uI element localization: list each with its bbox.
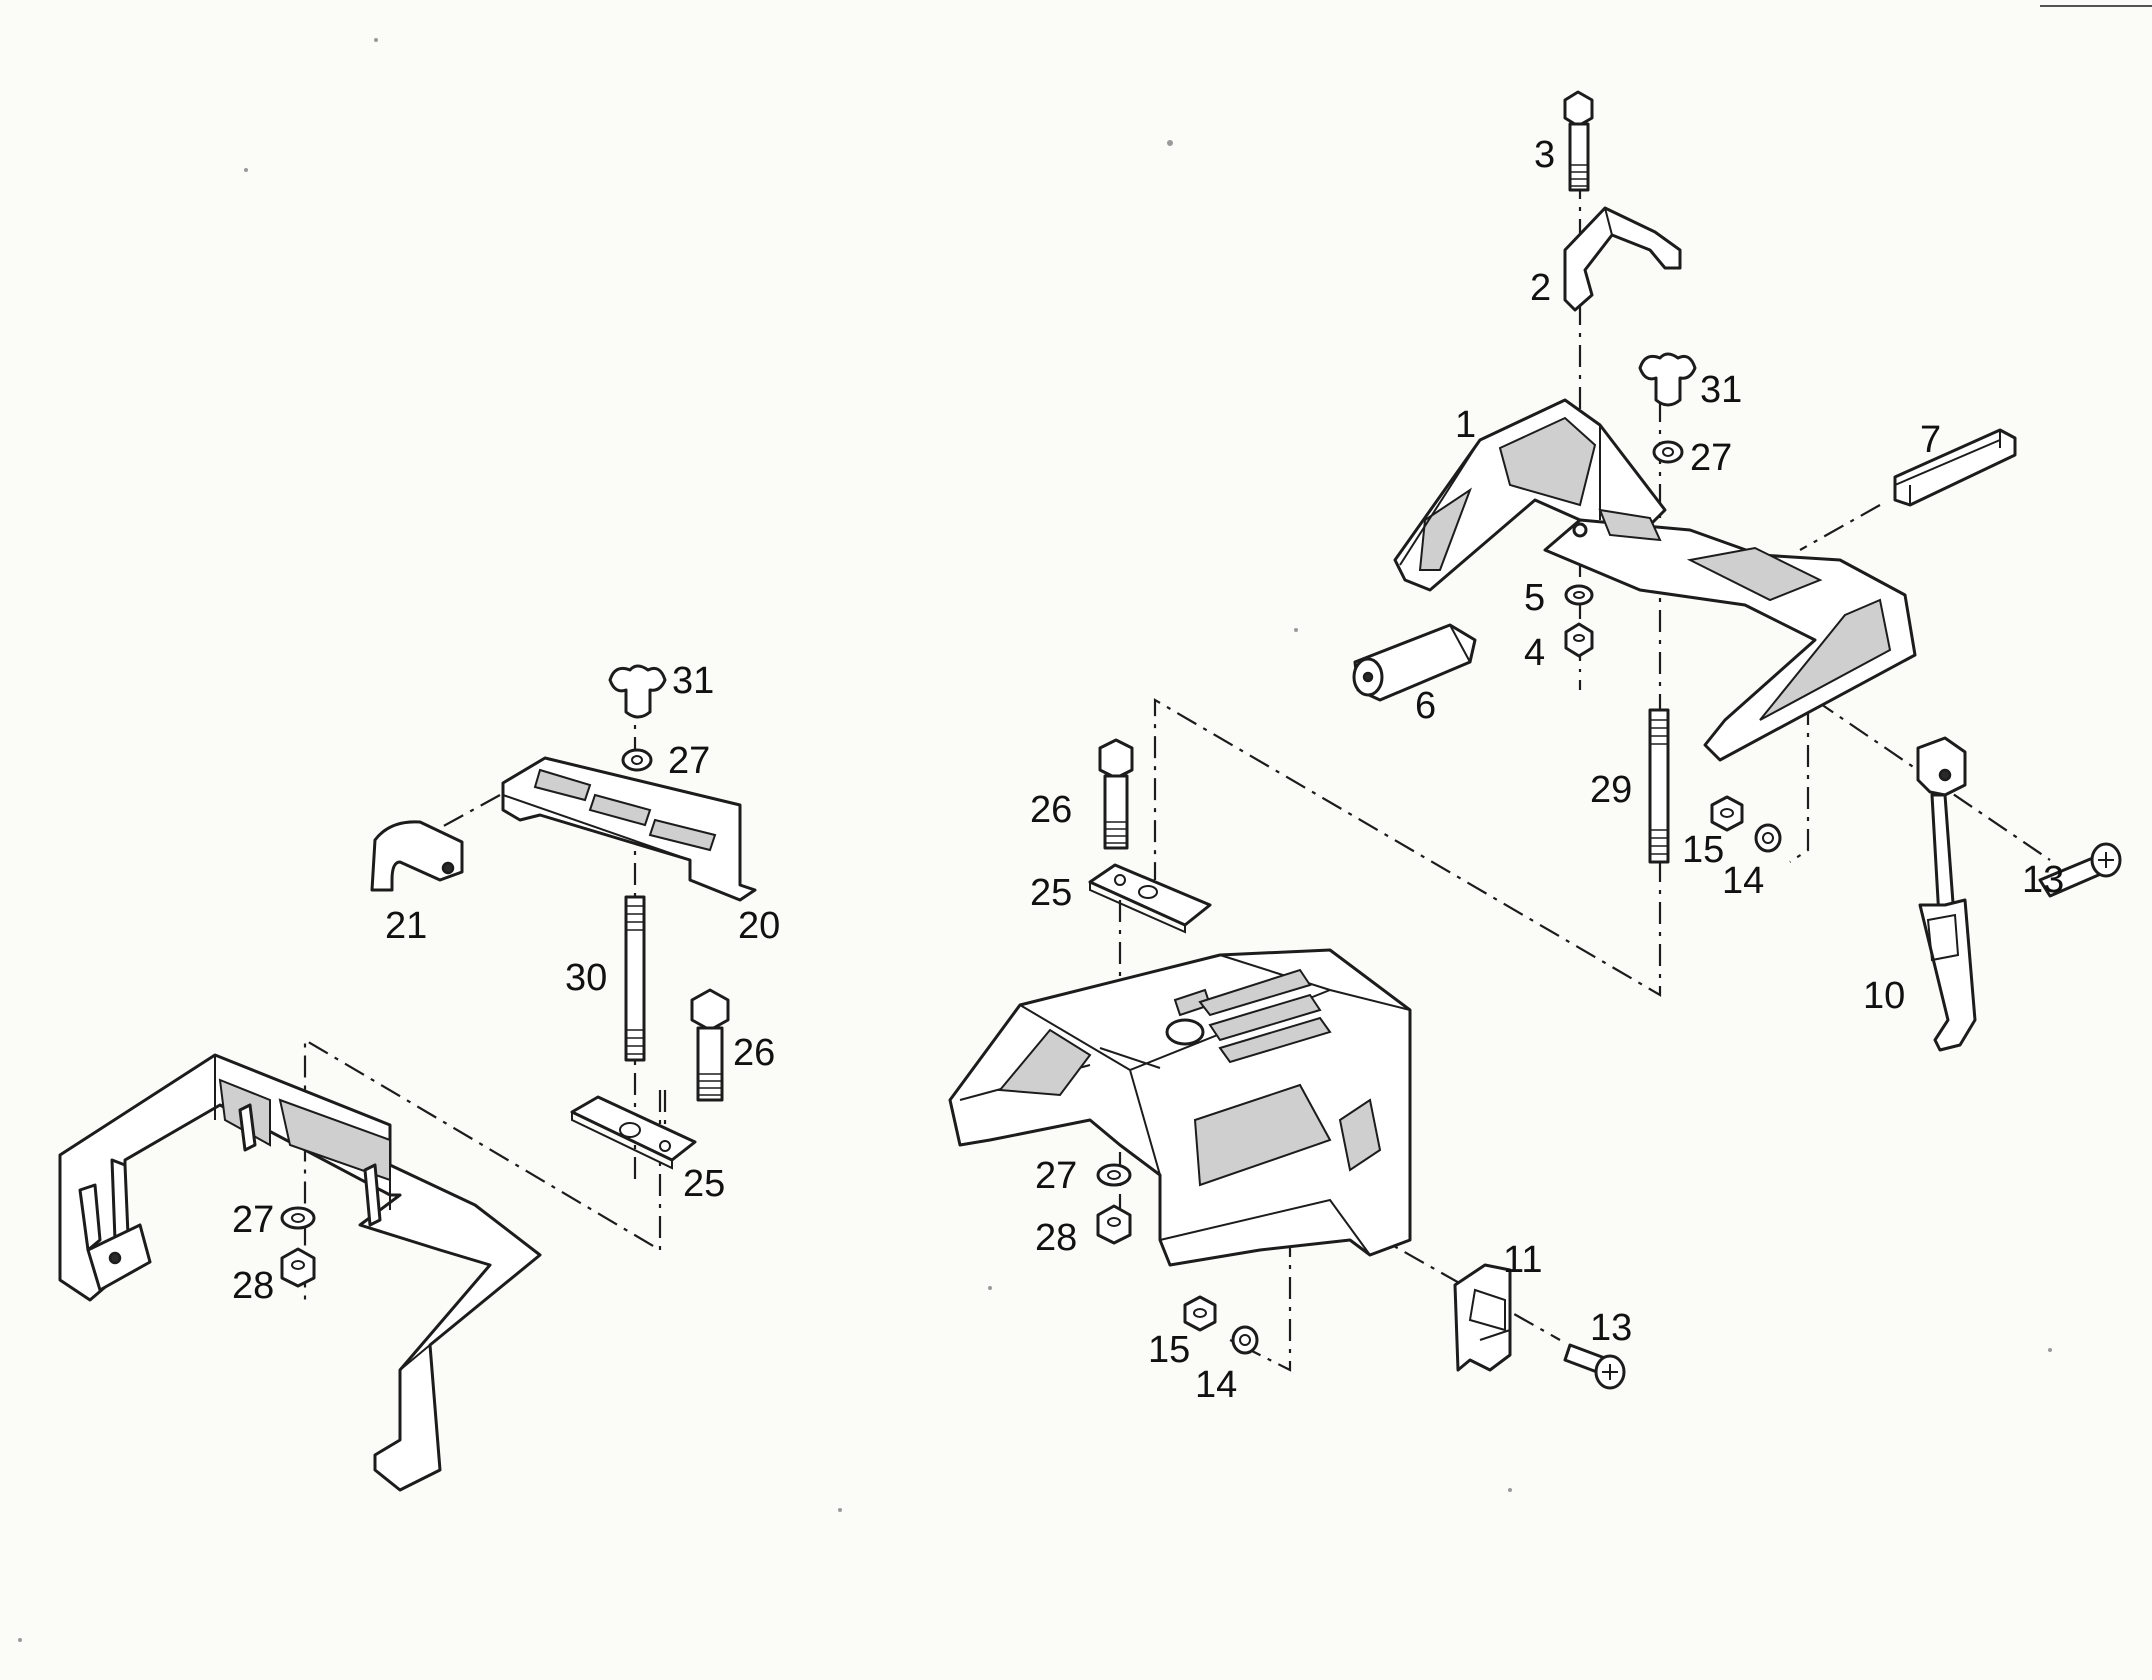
callout-4: 4 [1524,632,1545,674]
callout-14-upper: 14 [1722,860,1764,902]
callout-13-lower: 13 [1590,1307,1632,1349]
callout-31-right: 31 [1700,369,1742,411]
tube-6 [1352,623,1477,702]
callout-27-center: 27 [1035,1155,1077,1197]
callout-7: 7 [1920,419,1941,461]
screw-13-lower [1563,1343,1626,1390]
callout-5: 5 [1524,577,1545,619]
callout-13-upper: 13 [2022,859,2064,901]
callout-27-left: 27 [232,1199,274,1241]
callout-26-left: 26 [733,1032,775,1074]
knob-31-right [1638,352,1697,464]
callout-1: 1 [1455,404,1476,446]
callout-2: 2 [1530,267,1551,309]
callout-26-right: 26 [1030,789,1072,831]
callout-29: 29 [1590,769,1632,811]
callout-11: 11 [1503,1239,1542,1281]
callout-25-right: 25 [1030,872,1072,914]
bracket-20 [501,756,757,902]
bracket-11 [1453,1263,1512,1372]
callout-30: 30 [565,957,607,999]
plate-25-left [570,1095,697,1170]
callout-25-left: 25 [683,1163,725,1205]
washer-27-nut-28-left [280,1206,316,1288]
hinge-21 [370,820,464,892]
washer-5-nut-4 [1564,584,1594,658]
plate-25-right [1088,863,1212,934]
knob-31-left [608,664,667,772]
bolt-26-left [690,988,730,1102]
callout-labels: 1 2 3 4 5 6 7 10 11 13 13 14 14 15 15 20… [232,134,2064,1406]
callout-14-lower: 14 [1195,1364,1237,1406]
callout-28-left: 28 [232,1265,274,1307]
callout-10: 10 [1863,975,1905,1017]
guard-frame-left [58,1053,542,1492]
channel-7 [1893,428,2017,507]
washer-27-nut-28-center [1096,1163,1132,1245]
guard-housing [948,948,1412,1267]
callout-6: 6 [1415,685,1436,727]
callout-28-center: 28 [1035,1217,1077,1259]
paper-texture [18,5,2152,1642]
callout-27-right-top: 27 [1690,437,1732,479]
callout-3: 3 [1534,134,1555,176]
nut-15-washer-14-upper [1710,795,1782,853]
callout-31-left: 31 [672,660,714,702]
callout-21: 21 [385,905,427,947]
callout-27-left-top: 27 [668,740,710,782]
guard-frame-1 [1393,398,1917,762]
screw-13-upper [2038,842,2122,898]
nut-15-washer-14-lower [1183,1295,1259,1355]
bolt-3 [1563,90,1594,192]
bolt-26-right [1098,738,1134,850]
callout-15-upper: 15 [1682,829,1724,871]
handle-2 [1563,206,1682,312]
latch-10 [1916,736,1977,1052]
stud-30 [624,895,646,1062]
callout-20: 20 [738,905,780,947]
stud-29 [1648,708,1670,864]
callout-15-lower: 15 [1148,1329,1190,1371]
